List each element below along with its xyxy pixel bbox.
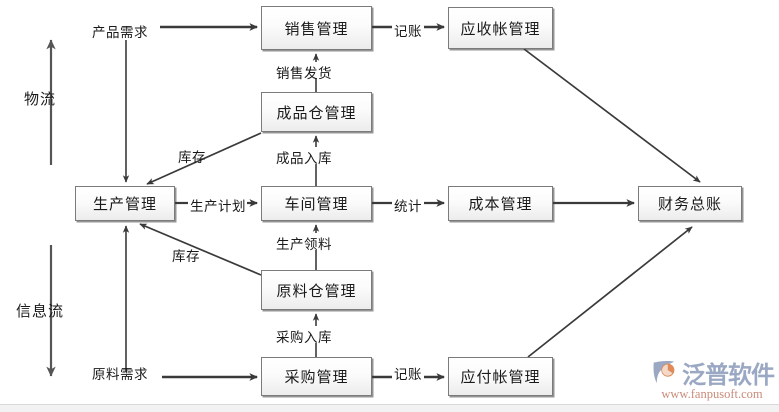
edge-label-finished-goods-inbound: 成品入库 bbox=[276, 151, 332, 166]
edge-label-purchase-inbound: 采购入库 bbox=[276, 330, 332, 345]
edge-label-production-plan: 生产计划 bbox=[190, 199, 246, 214]
edge-label-stock-raw-material: 库存 bbox=[172, 249, 200, 264]
fanpu-logo-icon bbox=[653, 361, 675, 384]
edge-label-posting-payable: 记账 bbox=[394, 367, 422, 382]
node-cost-management[interactable]: 成本管理 bbox=[448, 186, 553, 221]
connector-payable-to-gl bbox=[527, 226, 693, 358]
edge-label-sales-shipment: 销售发货 bbox=[276, 66, 332, 81]
node-label: 应收帐管理 bbox=[460, 21, 541, 38]
edge-label-stock-finished-goods: 库存 bbox=[178, 150, 206, 165]
node-payable-management[interactable]: 应付帐管理 bbox=[448, 357, 553, 396]
edge-label-statistics: 统计 bbox=[394, 199, 422, 214]
edge-label-posting-receivable: 记账 bbox=[394, 24, 422, 39]
node-raw-material-warehouse[interactable]: 原料仓管理 bbox=[261, 270, 372, 310]
node-label: 原料仓管理 bbox=[276, 283, 357, 300]
node-label: 生产管理 bbox=[92, 197, 157, 213]
node-sales-management[interactable]: 销售管理 bbox=[261, 6, 372, 50]
watermark-url: www.fanpusoft.com bbox=[661, 387, 763, 401]
flow-label-material-flow: 物流 bbox=[24, 92, 57, 108]
node-purchase-management[interactable]: 采购管理 bbox=[261, 357, 372, 396]
connector-receivable-to-gl bbox=[523, 48, 701, 183]
watermark-logo: 泛普软件 www.fanpusoft.com bbox=[648, 356, 776, 406]
node-label: 车间管理 bbox=[284, 197, 349, 213]
node-label: 财务总账 bbox=[657, 197, 722, 213]
edge-label-material-demand: 原料需求 bbox=[92, 367, 148, 382]
watermark-row: 泛普软件 bbox=[650, 356, 775, 389]
node-general-ledger[interactable]: 财务总账 bbox=[638, 186, 742, 221]
node-label: 采购管理 bbox=[284, 370, 349, 386]
edge-label-production-picking: 生产领料 bbox=[276, 237, 332, 252]
node-label: 成品仓管理 bbox=[276, 105, 357, 122]
node-workshop-management[interactable]: 车间管理 bbox=[261, 186, 372, 221]
flow-label-information-flow: 信息流 bbox=[16, 304, 65, 320]
node-production-management[interactable]: 生产管理 bbox=[75, 186, 175, 221]
node-label: 成本管理 bbox=[468, 197, 533, 213]
connector-fgwarehouse-to-production bbox=[146, 132, 262, 185]
watermark-brand: 泛普软件 bbox=[682, 362, 775, 389]
node-label: 应付帐管理 bbox=[460, 370, 541, 386]
node-label: 销售管理 bbox=[284, 21, 349, 38]
node-finished-goods-warehouse[interactable]: 成品仓管理 bbox=[261, 92, 372, 132]
node-receivable-management[interactable]: 应收帐管理 bbox=[448, 7, 553, 49]
edge-label-product-demand: 产品需求 bbox=[92, 25, 148, 40]
connector-rmwarehouse-to-production bbox=[139, 223, 262, 276]
bottom-divider bbox=[0, 404, 779, 412]
